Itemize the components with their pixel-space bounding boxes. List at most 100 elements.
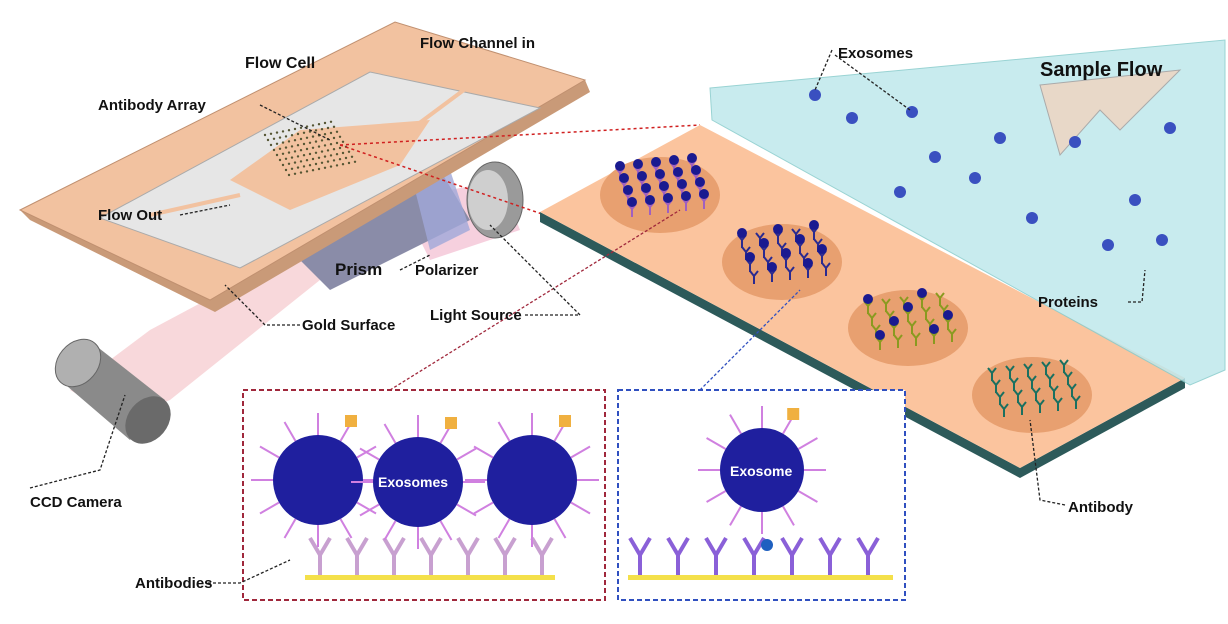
antibody-icon <box>867 312 877 326</box>
array-dot <box>323 133 327 136</box>
antibody-icon <box>308 536 332 575</box>
bound-exosome <box>745 252 755 262</box>
array-dot <box>332 136 336 140</box>
antibody-icon <box>704 536 728 575</box>
array-dot <box>290 134 294 137</box>
bound-exosome <box>615 161 625 171</box>
array-dot <box>266 138 270 142</box>
surface-protein <box>553 518 567 539</box>
label-exosome-inset: Exosome <box>730 463 792 479</box>
antibody-icon <box>991 379 1001 393</box>
array-dot <box>326 160 330 163</box>
array-dot <box>341 140 345 143</box>
antibody-icon <box>856 536 880 575</box>
spot-antibodies <box>615 153 1081 417</box>
antibody-icon <box>1053 397 1063 411</box>
bound-exosome <box>651 157 661 167</box>
surface-protein <box>797 490 818 503</box>
array-dot <box>308 152 312 156</box>
exosome <box>809 89 821 101</box>
surface-protein <box>497 421 511 442</box>
polarizer <box>415 170 470 250</box>
protein-marker <box>445 417 457 429</box>
light-source-lens <box>468 170 508 230</box>
surface-protein <box>259 501 280 515</box>
array-dot <box>317 145 321 148</box>
antibody-icon <box>1059 359 1069 373</box>
array-dot <box>329 154 333 157</box>
flow-in-channel <box>408 76 482 132</box>
surface-protein <box>797 437 818 450</box>
array-dot <box>347 150 351 153</box>
bound-exosome <box>619 173 629 183</box>
array-dot <box>311 157 315 161</box>
array-dot <box>269 143 273 147</box>
array-dot <box>323 166 327 169</box>
bound-exosome <box>627 197 637 207</box>
array-dot <box>323 144 327 147</box>
exosome <box>929 151 941 163</box>
array-dot <box>308 164 312 167</box>
antibody-icon <box>821 262 831 276</box>
array-dot <box>329 120 333 124</box>
bound-exosome <box>681 191 691 201</box>
array-dot <box>296 166 300 169</box>
bound-exosome <box>803 258 813 268</box>
array-dot <box>296 144 300 147</box>
exosome <box>906 106 918 118</box>
label-sample-flow: Sample Flow <box>1040 59 1163 81</box>
array-dot <box>323 121 327 125</box>
antibody-icon <box>628 536 652 575</box>
antibody-icon <box>999 403 1009 417</box>
bound-exosome <box>875 330 885 340</box>
array-dot <box>329 131 333 135</box>
array-dot <box>329 143 333 146</box>
array-dot <box>323 155 327 158</box>
array-dot <box>305 136 309 139</box>
label-exosomes-inset: Exosomes <box>378 474 448 490</box>
array-dot <box>302 165 306 168</box>
bound-exosome <box>691 165 701 175</box>
antibody-icon <box>345 536 369 575</box>
array-dot <box>278 147 282 150</box>
array-dot <box>302 154 306 157</box>
array-dot <box>278 136 282 139</box>
array-dot <box>269 132 273 135</box>
exosome <box>487 435 577 525</box>
exosome <box>846 112 858 124</box>
array-dot <box>314 140 318 143</box>
bound-exosome <box>809 220 819 230</box>
array-dot <box>272 137 276 140</box>
array-dot <box>263 133 267 137</box>
surface-protein <box>259 445 280 459</box>
exosome <box>273 435 363 525</box>
array-dot <box>335 130 339 133</box>
exosome <box>373 437 463 527</box>
antibody-icon <box>1005 365 1015 379</box>
antibody-icon <box>911 332 921 346</box>
bound-exosome <box>663 193 673 203</box>
array-dot <box>305 147 309 151</box>
surface-protein <box>729 414 742 435</box>
array-dot <box>326 126 330 130</box>
antibody-icon <box>1035 399 1045 413</box>
surface-protein <box>456 447 477 461</box>
bound-exosome <box>929 324 939 334</box>
array-dot <box>317 167 321 171</box>
array-dot <box>332 125 336 128</box>
array-dot <box>287 140 291 143</box>
array-dot <box>296 155 300 158</box>
antibody-spot <box>722 224 842 300</box>
array-dot <box>341 151 345 155</box>
array-dot <box>308 141 312 144</box>
exosome <box>1026 212 1038 224</box>
surface-protein <box>570 445 591 459</box>
array-dot <box>332 148 336 151</box>
antibody-icon <box>1049 385 1059 399</box>
label-antibodies: Antibodies <box>135 575 213 592</box>
array-dot <box>332 159 336 162</box>
bound-exosome <box>637 171 647 181</box>
surface-protein <box>706 490 727 503</box>
antibody-icon <box>935 292 945 306</box>
